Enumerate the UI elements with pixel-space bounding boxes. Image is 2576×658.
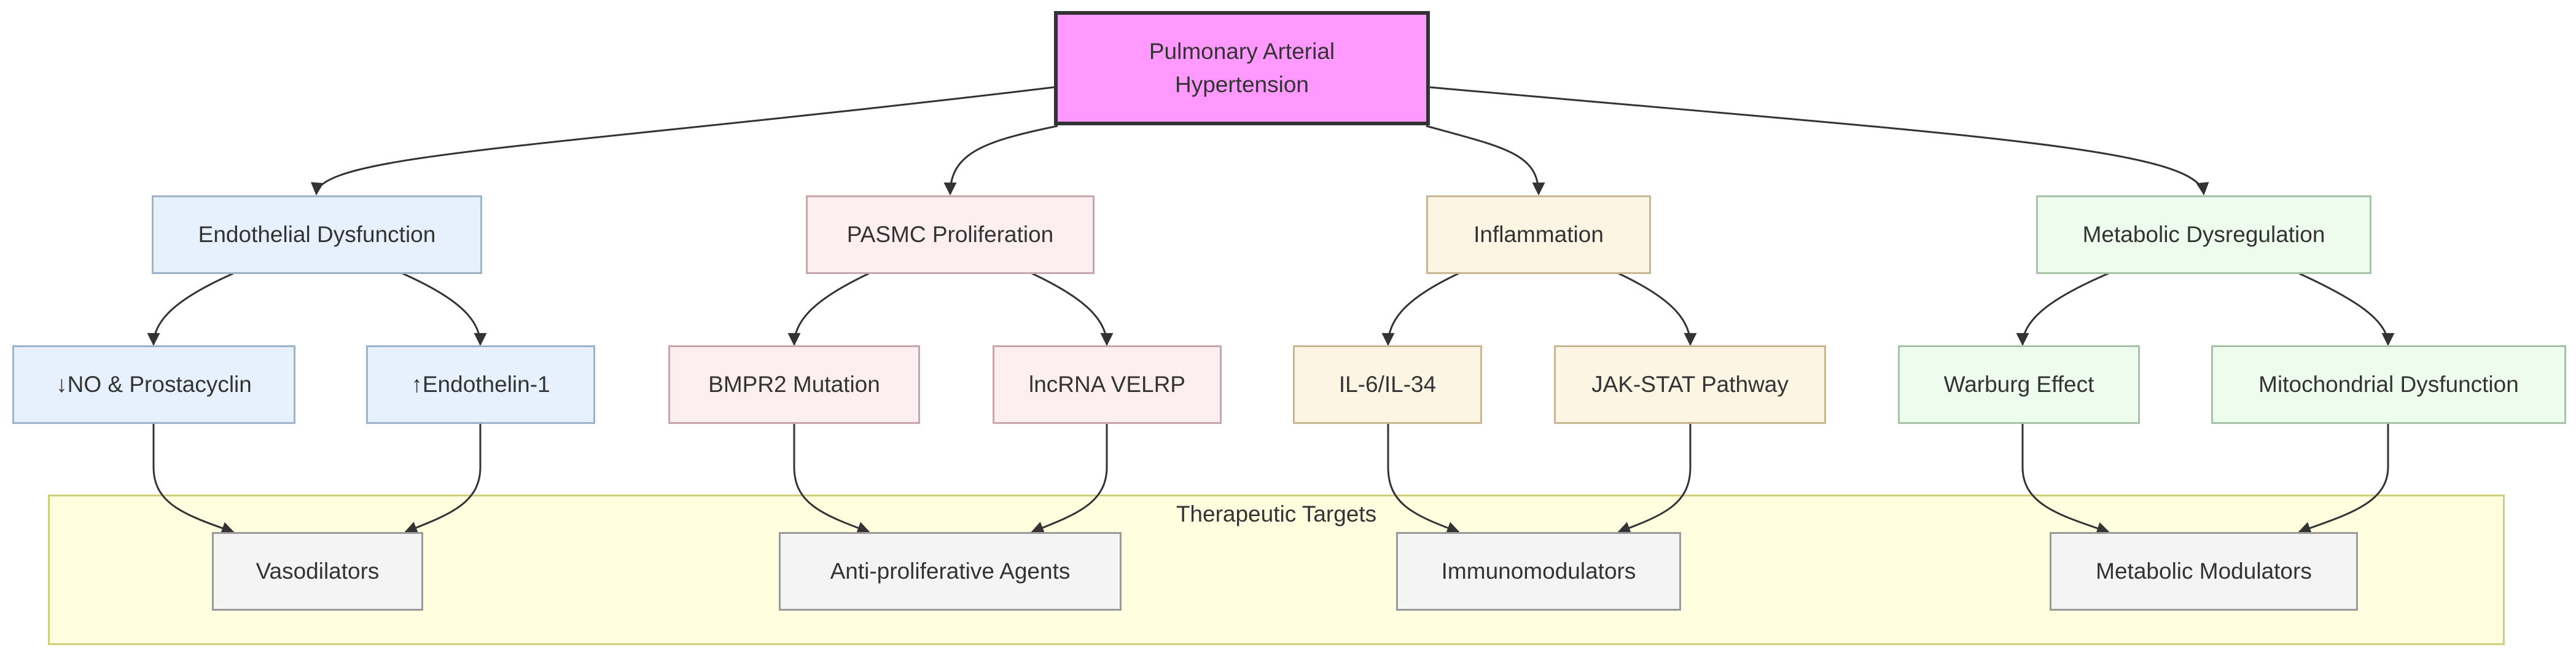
node-inflammation: Inflammation — [1426, 195, 1651, 274]
edge-endothelial-no — [147, 272, 234, 347]
edge-il6-immunomodulators — [1387, 424, 1460, 535]
edge-root-pasmc — [943, 125, 1058, 196]
node-pulmonary-arterial-hypertension: Pulmonary Arterial Hypertension — [1054, 11, 1430, 125]
node-metabolic-dysregulation: Metabolic Dysregulation — [2036, 195, 2371, 274]
root-label-line2: Hypertension — [1174, 72, 1309, 97]
node-immunomodulators: Immunomodulators — [1396, 532, 1681, 611]
edge-lncrna-antiproliferative — [1031, 424, 1108, 534]
edge-endothelin-vasodilators — [404, 424, 482, 534]
node-bmpr2-mutation: BMPR2 Mutation — [668, 345, 920, 424]
node-il6-il34: IL-6/IL-34 — [1293, 345, 1482, 424]
node-metabolic-modulators: Metabolic Modulators — [2050, 532, 2358, 611]
node-mitochondrial-dysfunction: Mitochondrial Dysfunction — [2211, 345, 2566, 424]
edge-metabolic-mito — [2298, 272, 2395, 347]
node-pasmc-proliferation: PASMC Proliferation — [806, 195, 1095, 274]
node-anti-proliferative-agents: Anti-proliferative Agents — [779, 532, 1122, 611]
edge-root-metabolic — [1429, 86, 2209, 196]
edge-root-endothelial — [311, 86, 1055, 196]
node-no-prostacyclin: ↓NO & Prostacyclin — [12, 345, 295, 424]
edge-endothelial-endothelin — [402, 272, 487, 347]
edge-pasmc-bmpr2 — [787, 272, 870, 347]
edge-mito-metabolic — [2298, 424, 2389, 535]
edge-metabolic-warburg — [2016, 272, 2109, 347]
edge-bmpr2-antiproliferative — [793, 424, 870, 535]
root-label-line1: Pulmonary Arterial — [1149, 39, 1335, 65]
edge-root-inflammation — [1426, 125, 1545, 196]
node-jak-stat-pathway: JAK-STAT Pathway — [1554, 345, 1826, 424]
edge-warburg-metabolic — [2021, 424, 2110, 535]
node-vasodilators: Vasodilators — [212, 532, 423, 611]
node-endothelial-dysfunction: Endothelial Dysfunction — [152, 195, 482, 274]
edge-no-vasodilators — [152, 424, 235, 535]
node-warburg-effect: Warburg Effect — [1898, 345, 2140, 424]
cluster-title: Therapeutic Targets — [1176, 501, 1377, 527]
edge-inflammation-jakstat — [1618, 272, 1697, 347]
node-lncrna-velrp: lncRNA VELRP — [993, 345, 1222, 424]
edge-inflammation-il6 — [1381, 272, 1459, 347]
edge-jakstat-immunomodulators — [1617, 424, 1692, 535]
node-endothelin-1: ↑Endothelin-1 — [366, 345, 595, 424]
edge-pasmc-lncrna — [1031, 272, 1114, 347]
